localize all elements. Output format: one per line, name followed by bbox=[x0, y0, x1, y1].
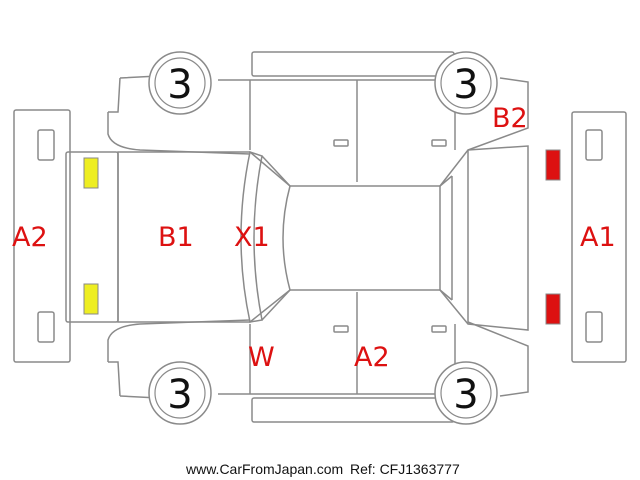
footer-site: www.CarFromJapan.com bbox=[185, 461, 343, 477]
headlight-right-top bbox=[545, 149, 561, 181]
taillight-left-top bbox=[83, 157, 99, 189]
damage-code-doors: A2 bbox=[354, 342, 390, 373]
tire-rear-left: 3 bbox=[148, 51, 212, 115]
tire-front-right: 3 bbox=[434, 361, 498, 425]
front-bumper bbox=[571, 111, 627, 363]
car-top-view bbox=[65, 145, 529, 331]
tire-label: 3 bbox=[167, 62, 192, 108]
rear-bumper bbox=[13, 109, 71, 363]
headlight-right-bottom bbox=[545, 293, 561, 325]
damage-code-windshield: X1 bbox=[234, 222, 270, 253]
damage-code-rear-window: W bbox=[248, 342, 275, 373]
damage-code-front-bumper: A1 bbox=[580, 222, 616, 253]
car-right-side bbox=[107, 292, 529, 423]
damage-code-rear-bumper: A2 bbox=[12, 222, 48, 253]
tire-front-left: 3 bbox=[434, 51, 498, 115]
tire-label: 3 bbox=[453, 62, 478, 108]
tire-label: 3 bbox=[453, 372, 478, 418]
taillight-left-bottom bbox=[83, 283, 99, 315]
tire-label: 3 bbox=[167, 372, 192, 418]
damage-code-roof: B1 bbox=[158, 222, 194, 253]
tire-rear-right: 3 bbox=[148, 361, 212, 425]
damage-code-front-fender: B2 bbox=[492, 103, 528, 134]
footer-ref: Ref: CFJ1363777 bbox=[350, 461, 460, 477]
